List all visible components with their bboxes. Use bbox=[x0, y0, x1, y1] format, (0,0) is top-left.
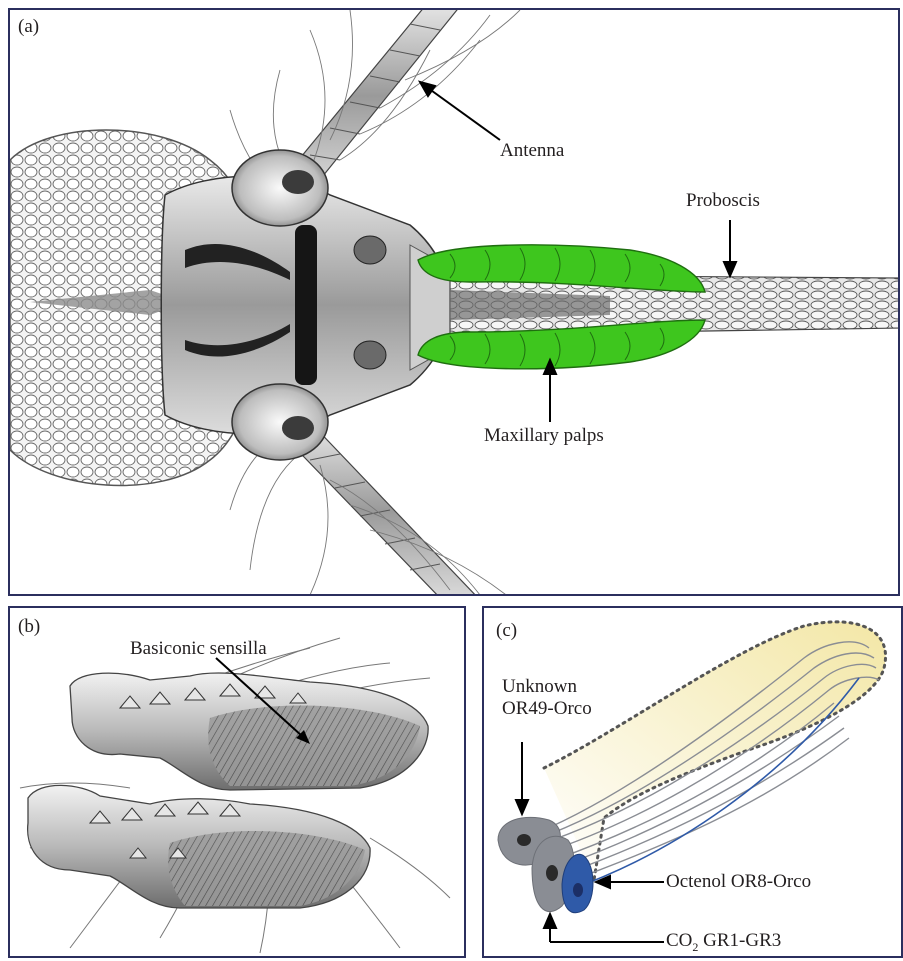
proboscis-label: Proboscis bbox=[686, 190, 760, 212]
panel-c-letter: (c) bbox=[496, 620, 517, 642]
mosquito-head-illustration bbox=[10, 10, 900, 596]
panel-a: (a) Antenna Proboscis Maxillary palps bbox=[8, 8, 900, 596]
unknown-label-line1: Unknown bbox=[502, 676, 577, 698]
sensillum bbox=[544, 622, 886, 880]
head-capsule bbox=[161, 150, 455, 460]
palp-segment-illustration bbox=[10, 608, 466, 958]
co2-text: CO bbox=[666, 930, 692, 951]
co2-label: CO2 GR1-GR3 bbox=[666, 930, 781, 955]
panel-a-letter: (a) bbox=[18, 16, 39, 38]
unknown-label-line2: OR49-Orco bbox=[502, 698, 592, 720]
antenna-label: Antenna bbox=[500, 140, 564, 162]
panel-b: (b) Basiconic sensilla bbox=[8, 606, 466, 958]
panel-b-letter: (b) bbox=[18, 616, 40, 638]
octenol-label: Octenol OR8-Orco bbox=[666, 871, 811, 893]
maxillary-palps-label: Maxillary palps bbox=[484, 425, 604, 447]
basiconic-sensilla-label: Basiconic sensilla bbox=[130, 638, 267, 660]
sensillum-neuron-diagram bbox=[484, 608, 903, 958]
panel-c: (c) Unknown OR49-Orco Octenol OR8-Orco C… bbox=[482, 606, 903, 958]
upper-palp bbox=[70, 673, 428, 790]
gr-receptors-text: GR1-GR3 bbox=[698, 930, 781, 951]
